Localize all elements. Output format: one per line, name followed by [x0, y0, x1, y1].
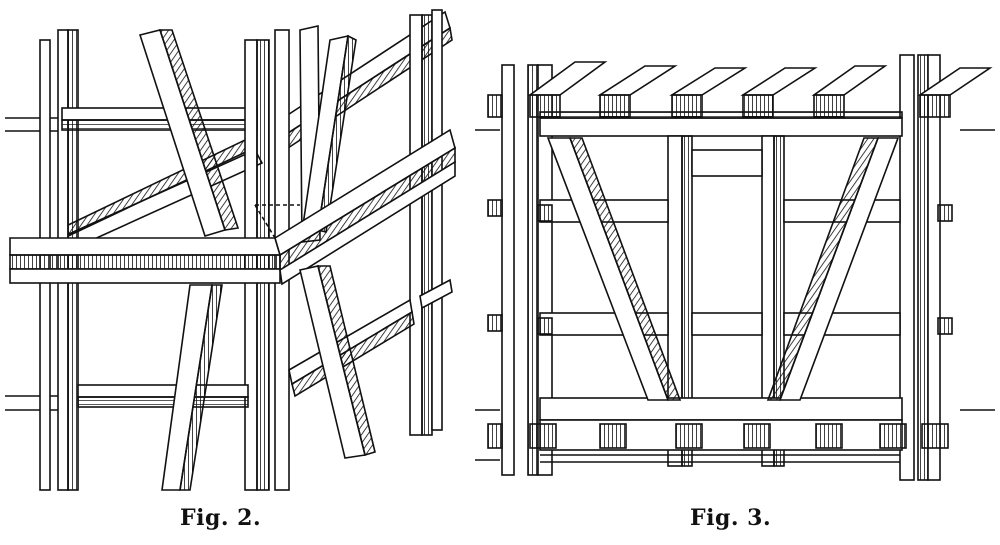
figure-3-caption: Fig. 3.	[690, 505, 772, 531]
figure-2-caption: Fig. 2.	[180, 505, 262, 531]
bottom-joists	[487, 423, 949, 449]
figure-2-drawing	[5, 9, 456, 491]
top-joists	[487, 61, 993, 118]
figure-3-drawing	[475, 54, 995, 481]
